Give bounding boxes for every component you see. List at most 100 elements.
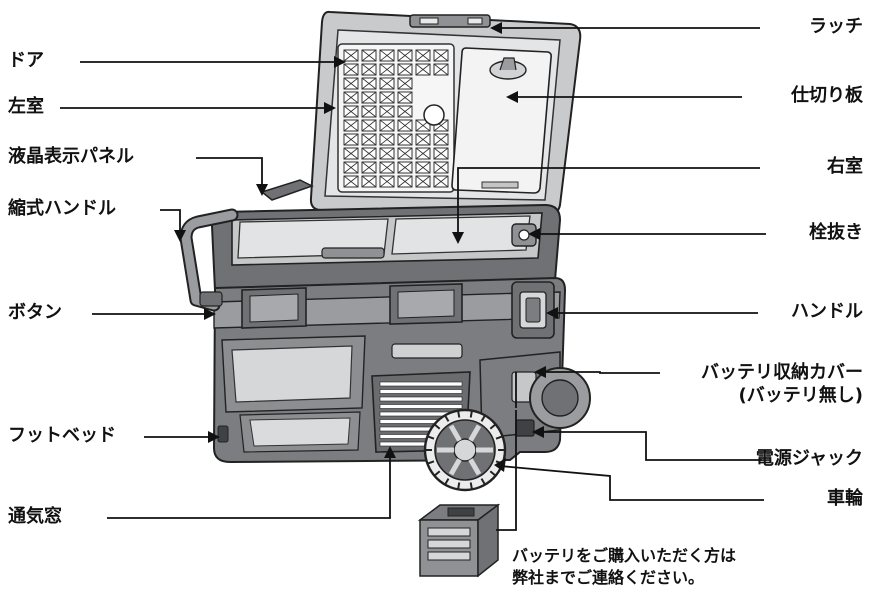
label-vent: 通気窓 xyxy=(8,506,62,527)
label-power-jack: 電源ジャック xyxy=(755,448,863,469)
wheel-tread xyxy=(489,470,497,477)
grid-cell xyxy=(397,63,413,76)
lid-indicator-circle xyxy=(423,104,445,126)
label-battery-cover: バッテリ収納カバー (バッテリ無し) xyxy=(701,362,863,407)
grid-cell xyxy=(397,49,413,62)
grid-cell xyxy=(343,105,359,118)
wheel-tread xyxy=(457,410,461,418)
wheel-front xyxy=(423,408,507,492)
retractable-handle xyxy=(179,208,239,312)
wheel-spoke xyxy=(468,424,482,442)
latch xyxy=(409,14,491,28)
grid-cell xyxy=(397,119,413,132)
wheel-tread xyxy=(489,423,497,430)
wheel-spoke xyxy=(448,424,462,442)
grid-cell xyxy=(361,105,377,118)
grid-cell xyxy=(433,175,449,188)
wheel-tread xyxy=(427,435,435,440)
wheel-rear xyxy=(529,367,591,429)
wheel-spoke xyxy=(468,458,482,476)
wheel-tread xyxy=(457,482,461,490)
battery-note-line1: バッテリをご購入いただく方は xyxy=(512,546,737,565)
battery-note: バッテリをご購入いただく方は 弊社までご連絡ください。 xyxy=(512,545,736,588)
grid-cell xyxy=(361,49,377,62)
label-battery-cover-line2: (バッテリ無し) xyxy=(738,384,863,406)
cooler-rim xyxy=(210,203,562,292)
wheel-tread xyxy=(444,414,450,422)
label-latch: ラッチ xyxy=(809,16,863,37)
vent-slat xyxy=(379,381,463,387)
grid-cell xyxy=(415,133,431,146)
grid-cell xyxy=(379,175,395,188)
side-handle xyxy=(511,281,555,339)
label-right-compartment: 右室 xyxy=(827,156,863,177)
grid-cell xyxy=(379,91,395,104)
vent-slat xyxy=(379,404,463,409)
wheel-tread xyxy=(427,460,435,465)
grid-cell xyxy=(415,161,431,174)
grid-cell xyxy=(379,49,395,62)
callout-arrows xyxy=(174,22,558,472)
label-battery-cover-line1: バッテリ収納カバー xyxy=(701,362,863,383)
grid-cell xyxy=(343,119,359,132)
grid-cell xyxy=(433,147,449,160)
grid-cell xyxy=(397,175,413,188)
grid-cell xyxy=(361,77,377,90)
grid-cell xyxy=(361,63,377,76)
grid-cell xyxy=(343,77,359,90)
lid-left-panel xyxy=(337,43,455,193)
grid-cell xyxy=(361,133,377,146)
grid-cell xyxy=(361,147,377,160)
grid-cell xyxy=(361,91,377,104)
lcd-panel xyxy=(260,179,314,201)
vent-slat xyxy=(379,389,463,394)
label-handle: ハンドル xyxy=(791,301,863,322)
wheel-tread xyxy=(433,470,441,477)
grid-cell xyxy=(415,147,431,160)
foot-pad xyxy=(217,425,229,443)
grid-cell xyxy=(397,77,413,90)
grid-cell xyxy=(361,161,377,174)
grid-cell xyxy=(361,175,377,188)
label-divider: 仕切り板 xyxy=(791,85,863,106)
wheel-tread xyxy=(480,414,486,422)
label-wheel: 車輪 xyxy=(827,488,863,509)
label-left-compartment: 左室 xyxy=(8,96,44,117)
label-retractable-handle: 縮式ハンドル xyxy=(8,198,116,219)
grid-cell xyxy=(433,161,449,174)
body-latch-blocks xyxy=(241,283,463,329)
vent-slat xyxy=(379,396,463,402)
grid-cell xyxy=(379,147,395,160)
grid-cell xyxy=(379,63,395,76)
grid-cell xyxy=(433,49,449,62)
grid-cell xyxy=(433,133,449,146)
wheel-spoke xyxy=(448,458,462,476)
grid-cell xyxy=(379,77,395,90)
grid-cell xyxy=(379,105,395,118)
grid-cell xyxy=(343,49,359,62)
battery-pack xyxy=(417,503,501,578)
label-button: ボタン xyxy=(8,302,62,323)
grid-cell xyxy=(343,133,359,146)
wheel-tread xyxy=(469,482,473,490)
grid-cell xyxy=(397,105,413,118)
grid-cell xyxy=(397,147,413,160)
wheel-tread xyxy=(433,423,441,430)
grid-cell xyxy=(343,63,359,76)
label-foot-pad: フットベッド xyxy=(8,425,116,446)
battery-note-line2: 弊社までご連絡ください。 xyxy=(512,567,705,587)
label-door: ドア xyxy=(8,50,44,71)
wheel-tread xyxy=(444,478,450,486)
grid-cell xyxy=(415,49,431,62)
wheel-tread xyxy=(495,435,503,440)
label-drain-plug: 栓抜き xyxy=(809,222,863,243)
divider-panel xyxy=(451,47,552,194)
grid-cell xyxy=(379,161,395,174)
grid-cell xyxy=(415,63,431,76)
grid-cell xyxy=(343,147,359,160)
grid-cell xyxy=(415,175,431,188)
wheel-tread xyxy=(480,478,486,486)
grid-cell xyxy=(433,63,449,76)
grid-cell xyxy=(343,161,359,174)
